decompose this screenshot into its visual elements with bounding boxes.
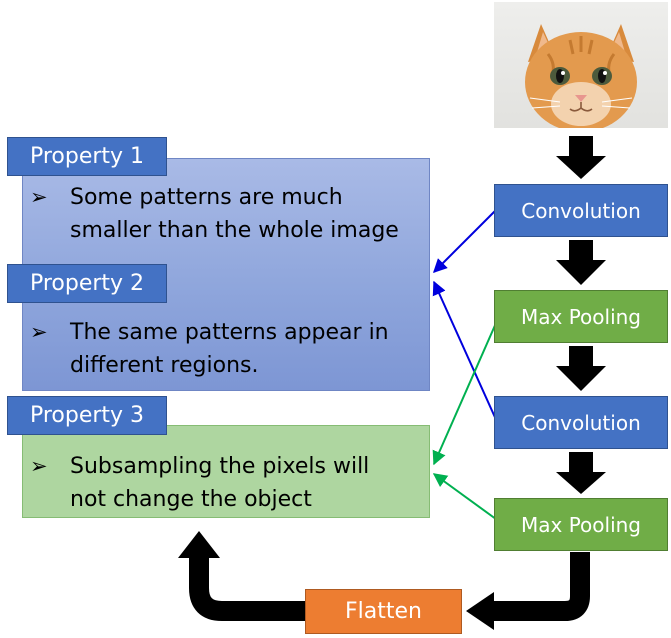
max-pooling-stage-2: Max Pooling <box>494 498 668 551</box>
convolution-stage-1-label: Convolution <box>521 198 641 223</box>
down-arrow-icon <box>556 240 606 285</box>
max-pooling-stage-1: Max Pooling <box>494 290 668 343</box>
property-3-text-line-1: Subsampling the pixels will <box>70 454 370 479</box>
link-conv2-property <box>432 280 499 425</box>
property-3-tag: Property 3 <box>7 396 167 435</box>
link-pool1-property <box>432 313 501 466</box>
property-2-tag: Property 2 <box>7 264 167 303</box>
arrow-bullet-icon: ➢ <box>30 185 48 209</box>
property-1-tag: Property 1 <box>7 137 167 176</box>
property-2-label: Property 2 <box>29 270 145 296</box>
property-1-label: Property 1 <box>29 143 145 169</box>
from-flatten-arrow <box>178 531 305 621</box>
link-pool2-property <box>432 473 501 523</box>
property-3-label: Property 3 <box>29 402 145 428</box>
arrow-bullet-icon: ➢ <box>30 454 48 478</box>
link-conv1-property <box>433 209 497 273</box>
flow-arrows <box>556 136 606 494</box>
flatten-label: Flatten <box>345 599 422 624</box>
down-arrow-icon <box>556 452 606 494</box>
property-3-bullet: ➢ Subsampling the pixels will not change… <box>30 450 369 516</box>
property-1-text-line-1: Some patterns are much <box>70 185 343 210</box>
convolution-stage-1: Convolution <box>494 184 668 237</box>
property-2-text-line-1: The same patterns appear in <box>70 320 389 345</box>
convolution-stage-2-label: Convolution <box>521 410 641 435</box>
max-pooling-stage-1-label: Max Pooling <box>520 304 641 329</box>
to-flatten-arrow <box>466 552 590 630</box>
property-2-bullet: ➢ The same patterns appear in different … <box>30 316 389 382</box>
property-panel-green <box>22 425 430 518</box>
property-2-text-line-2: different regions. <box>70 353 259 378</box>
max-pooling-stage-2-label: Max Pooling <box>520 512 641 537</box>
arrow-bullet-icon: ➢ <box>30 320 48 344</box>
property-1-text-line-2: smaller than the whole image <box>70 218 399 243</box>
input-image <box>494 2 668 128</box>
convolution-stage-2: Convolution <box>494 396 668 449</box>
cat-icon <box>525 24 637 128</box>
property-3-text-line-2: not change the object <box>70 487 312 512</box>
down-arrow-icon <box>556 136 606 179</box>
flatten-stage: Flatten <box>305 589 462 634</box>
property-1-bullet: ➢ Some patterns are much smaller than th… <box>30 181 399 247</box>
down-arrow-icon <box>556 346 606 391</box>
